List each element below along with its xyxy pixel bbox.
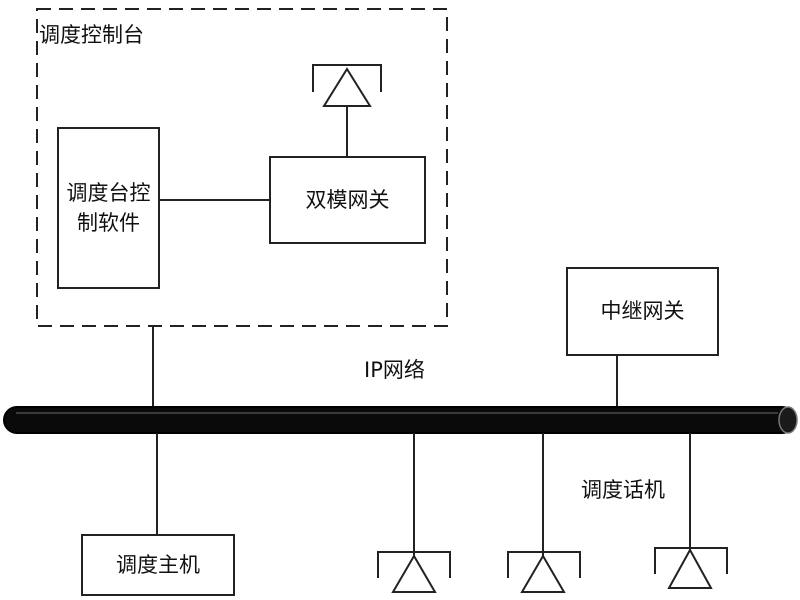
phones-label: 调度话机 bbox=[581, 478, 665, 502]
console-software-label: 调度台控 制软件 bbox=[58, 128, 159, 288]
phone-terminal-icon bbox=[377, 551, 451, 593]
dual-mode-gateway-label: 双模网关 bbox=[305, 187, 390, 212]
console-software-label-line1: 调度台控 bbox=[66, 180, 151, 205]
host-box bbox=[81, 534, 235, 596]
console-group-boundary bbox=[36, 8, 448, 327]
antenna-icon bbox=[312, 64, 382, 107]
console-group-label: 调度控制台 bbox=[39, 23, 144, 47]
dual-mode-gateway-box bbox=[269, 156, 426, 244]
phone-terminal-icon bbox=[507, 551, 581, 593]
relay-gateway-box bbox=[566, 267, 719, 356]
ip-network-bus bbox=[3, 406, 798, 434]
relay-gateway-label: 中继网关 bbox=[600, 299, 685, 324]
phone-terminal-icon bbox=[654, 547, 728, 589]
ip-network-label: IP网络 bbox=[364, 358, 425, 382]
console-software-label-line2: 制软件 bbox=[77, 211, 140, 235]
host-label: 调度主机 bbox=[116, 552, 200, 577]
console-software-box bbox=[57, 127, 160, 289]
